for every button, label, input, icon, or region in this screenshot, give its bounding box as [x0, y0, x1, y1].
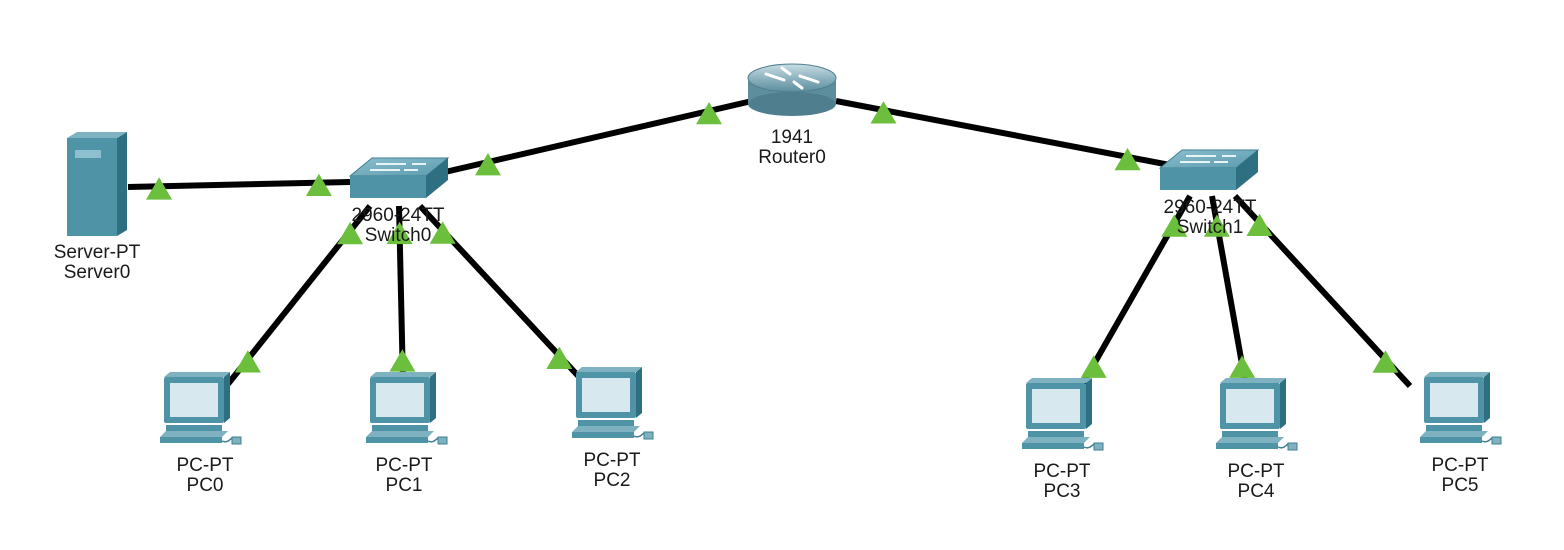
link-light-pc0-end[interactable]	[234, 350, 261, 373]
link-light-pc3-end[interactable]	[1080, 355, 1107, 378]
device-model: 1941	[770, 127, 814, 148]
device-name: PC3	[1043, 481, 1081, 502]
router-icon[interactable]	[747, 63, 837, 116]
link-server0-switch0[interactable]	[127, 179, 351, 190]
link-light-switch1-end[interactable]	[1114, 147, 1141, 171]
link-light-switch0-end[interactable]	[386, 221, 413, 245]
link-light-pc1-end[interactable]	[389, 349, 416, 372]
pc-icon[interactable]	[366, 372, 448, 445]
device-model: PC-PT	[176, 455, 234, 476]
switch-icon[interactable]	[1158, 149, 1260, 190]
device-model: PC-PT	[375, 455, 433, 476]
device-name: PC4	[1237, 481, 1275, 502]
device-model: PC-PT	[583, 450, 641, 471]
link-light-switch0-end[interactable]	[305, 173, 332, 197]
device-model: 2960-24TT	[1163, 197, 1257, 218]
pc-icon[interactable]	[1022, 378, 1104, 451]
device-name: PC5	[1441, 475, 1479, 496]
link-light-pc5-end[interactable]	[1372, 350, 1399, 373]
pc-icon[interactable]	[572, 367, 654, 440]
link-light-switch1-end[interactable]	[1161, 214, 1188, 237]
device-model: PC-PT	[1431, 455, 1489, 476]
device-model: PC-PT	[1227, 461, 1285, 482]
link-light-router0-end[interactable]	[870, 101, 897, 124]
link-light-switch1-end[interactable]	[1246, 213, 1273, 236]
link-light-switch0-end[interactable]	[474, 153, 501, 176]
link-light-pc2-end[interactable]	[546, 346, 573, 369]
device-model: Server-PT	[53, 242, 141, 263]
device-name: Server0	[63, 262, 131, 283]
device-name: PC2	[593, 470, 631, 491]
link-router0-switch0[interactable]	[444, 98, 753, 175]
device-name: Router0	[758, 147, 826, 168]
link-light-switch0-end[interactable]	[337, 221, 364, 245]
device-name: PC0	[186, 475, 224, 496]
server-icon[interactable]	[67, 132, 127, 236]
pc-icon[interactable]	[1216, 378, 1298, 451]
link-light-router0-end[interactable]	[696, 101, 723, 125]
device-name: Switch1	[1176, 217, 1244, 238]
link-lights-layer	[146, 101, 1399, 378]
switch-icon[interactable]	[348, 157, 450, 198]
pc-icon[interactable]	[1420, 372, 1502, 445]
pc-icon[interactable]	[160, 372, 242, 445]
link-light-server0-end[interactable]	[146, 177, 173, 200]
link-light-switch0-end[interactable]	[429, 221, 456, 244]
link-light-switch1-end[interactable]	[1203, 214, 1230, 237]
link-router0-switch1[interactable]	[835, 98, 1176, 169]
device-name: PC1	[385, 475, 423, 496]
device-model: PC-PT	[1033, 461, 1091, 482]
link-light-pc4-end[interactable]	[1229, 355, 1256, 378]
device-model: 2960-24TT	[351, 205, 445, 226]
device-name: Switch0	[364, 225, 432, 246]
devices-layer	[67, 63, 1502, 451]
